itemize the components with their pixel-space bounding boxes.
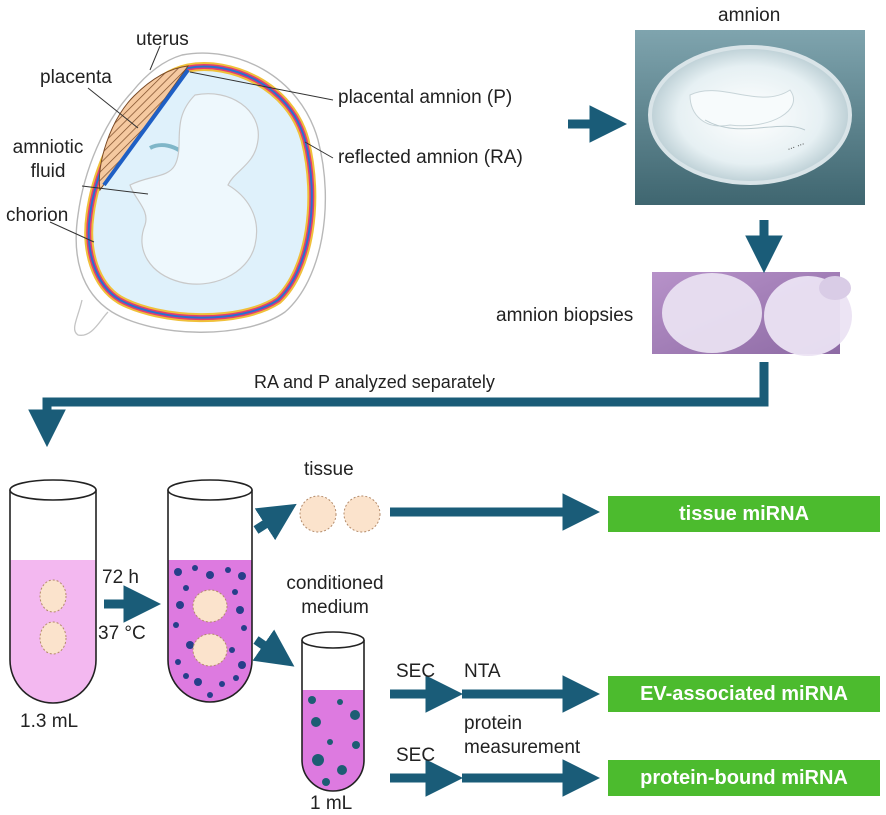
label-medium-volume: 1 mL	[310, 793, 353, 814]
label-placental-amnion: placental amnion (P)	[338, 87, 513, 108]
label-nta: NTA	[464, 661, 501, 682]
label-amniotic-fluid-2: fluid	[30, 161, 66, 182]
leader-placental-amnion	[189, 71, 334, 101]
label-start-volume: 1.3 mL	[20, 711, 79, 732]
result-tissue-mirna: tissue miRNA	[608, 496, 880, 532]
leader-amniotic-fluid	[81, 185, 149, 195]
ev-particles	[173, 565, 247, 698]
result-ev-mirna: EV-associated miRNA	[608, 676, 880, 712]
label-tissue: tissue	[304, 459, 354, 480]
label-amniotic-fluid-1: amniotic	[12, 137, 84, 158]
label-separate-analysis: RA and P analyzed separately	[254, 372, 495, 392]
arrow-to-tissue	[253, 503, 297, 541]
uterus-illustration	[74, 52, 327, 336]
label-protein-2: measurement	[464, 737, 581, 758]
leader-reflected-amnion	[304, 141, 334, 159]
amnion-biopsies-photo	[652, 272, 852, 356]
label-uterus: uterus	[136, 29, 189, 50]
label-protein-1: protein	[464, 713, 523, 734]
tube-initial	[9, 479, 97, 704]
label-incubation-time: 72 h	[102, 567, 139, 588]
arrow-to-medium	[252, 629, 295, 667]
label-conditioned-2: medium	[301, 597, 369, 618]
leader-chorion	[49, 221, 95, 243]
label-reflected-amnion: reflected amnion (RA)	[338, 147, 523, 168]
label-amnion-biopsies: amnion biopsies	[496, 305, 634, 326]
label-placenta: placenta	[40, 67, 112, 88]
label-amnion: amnion	[718, 5, 781, 26]
anatomy-leaders	[49, 45, 334, 243]
medium-particles	[308, 696, 360, 786]
leader-placenta	[87, 87, 139, 129]
arrow-separate-analysis	[28, 362, 769, 448]
result-protein-mirna: protein-bound miRNA	[608, 760, 880, 796]
tube-medium	[301, 631, 365, 792]
tube-conditioned	[167, 479, 253, 703]
leader-uterus	[149, 45, 161, 71]
label-conditioned-1: conditioned	[286, 573, 384, 594]
label-sec-2: SEC	[396, 745, 436, 766]
tissue-discs	[299, 495, 381, 533]
label-sec-1: SEC	[396, 661, 436, 682]
label-incubation-temp: 37 °C	[98, 623, 146, 644]
flow-arrows	[28, 105, 783, 797]
label-chorion: chorion	[6, 205, 69, 226]
amnion-dish-photo: ... ...	[635, 30, 865, 205]
